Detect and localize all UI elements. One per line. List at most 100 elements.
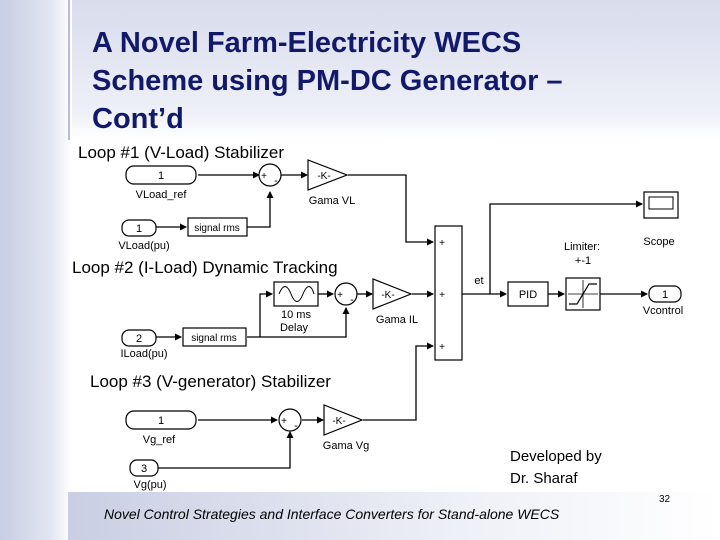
developer-credit: Developed by Dr. Sharaf — [510, 446, 602, 490]
sum-block-2-shape — [334, 282, 358, 306]
pid-block: PID — [507, 281, 549, 307]
line-vgpu-to-sum3 — [158, 431, 294, 469]
saturation-curve-icon — [569, 283, 597, 305]
background-top-band — [0, 0, 720, 140]
gain-block-il-label: Gama IL — [376, 314, 418, 326]
sum-block-3-minus: - — [294, 420, 298, 432]
line-rms2-to-sum2 — [247, 307, 350, 338]
slide-footer: Novel Control Strategies and Interface C… — [104, 506, 560, 522]
vcontrol-outport-number: 1 — [662, 289, 668, 301]
gain-block-vl-text: -K- — [317, 171, 330, 182]
summing-bus-block: + + + — [434, 225, 463, 361]
vload-pu-inport-label: VLoad(pu) — [118, 240, 169, 252]
gain-block-vl-shape — [307, 159, 349, 191]
background-left-band — [0, 0, 72, 540]
bus-plus-2: + — [439, 290, 445, 301]
slide-title-line-1: A Novel Farm-Electricity WECS — [92, 27, 522, 59]
loop-3-label: Loop #3 (V-generator) Stabilizer — [88, 372, 333, 392]
simulink-diagram: 1 VLoad_ref + - -K- Gama VL 1 VLoad(pu) … — [50, 138, 690, 492]
scope-label: Scope — [643, 236, 674, 248]
loop-1-label: Loop #1 (V-Load) Stabilizer — [76, 143, 287, 163]
vg-pu-inport-number: 3 — [141, 463, 147, 475]
vload-ref-inport-shape — [125, 165, 197, 185]
iload-pu-inport-label: ILoad(pu) — [120, 348, 167, 360]
iload-pu-inport-shape — [121, 329, 157, 347]
vg-ref-inport-shape — [125, 410, 197, 430]
signal-rms-block-1-text: signal rms — [194, 223, 240, 234]
gain-block-il-shape — [372, 278, 413, 310]
transport-delay-value: 10 ms — [281, 309, 311, 321]
transport-delay-label: Delay — [280, 322, 309, 334]
gain-block-vg-text: -K- — [332, 416, 345, 427]
gain-block-vl-label: Gama VL — [309, 195, 355, 207]
transport-delay-block-shape — [273, 281, 319, 307]
signal-lines — [156, 171, 648, 469]
iload-pu-inport: 2 ILoad(pu) — [120, 329, 168, 360]
transport-delay-wave-icon — [278, 286, 315, 302]
pid-block-text: PID — [519, 289, 537, 301]
sum-block-1-shape — [258, 163, 282, 187]
scope-screen-icon — [648, 196, 674, 210]
signal-rms-block-1-shape — [187, 217, 248, 237]
vload-pu-inport: 1 VLoad(pu) — [118, 219, 170, 252]
sum-block-1: + - — [258, 163, 282, 187]
vload-ref-inport-label: VLoad_ref — [136, 189, 188, 201]
vg-ref-inport-number: 1 — [158, 415, 164, 427]
background-bottom-band — [68, 492, 720, 540]
slide-title-line-3: Cont’d — [92, 103, 184, 135]
signal-rms-block-2: signal rms — [182, 327, 247, 347]
sum-block-1-plus: + — [261, 171, 267, 182]
vcontrol-outport-label: Vcontrol — [643, 305, 683, 317]
signal-rms-block-2-shape — [182, 327, 247, 347]
et-label: et — [474, 275, 483, 287]
sum-block-3: + - — [278, 408, 302, 432]
gain-block-vg-label: Gama Vg — [323, 440, 369, 452]
slide-title: A Novel Farm-Electricity WECS Scheme usi… — [92, 24, 692, 138]
vload-ref-inport-number: 1 — [158, 170, 164, 182]
scope-block: Scope — [643, 191, 679, 248]
line-rms2-to-delay — [259, 290, 273, 337]
vcontrol-outport: 1 Vcontrol — [643, 285, 683, 317]
gain-block-vl: -K- Gama VL — [307, 159, 355, 207]
pid-block-shape — [507, 281, 549, 307]
sum-block-2-minus: - — [350, 294, 354, 306]
line-rms1-to-sum1 — [247, 191, 274, 228]
limiter-label: Limiter: — [564, 241, 600, 253]
summing-bus-shape — [434, 225, 463, 361]
gain-block-il: -K- Gama IL — [372, 278, 418, 326]
signal-rms-block-2-text: signal rms — [191, 333, 237, 344]
line-gain1-to-bus — [348, 174, 434, 246]
gain-block-vg-shape — [323, 404, 364, 436]
bus-plus-3: + — [439, 342, 445, 353]
transport-delay-block: 10 ms Delay — [273, 281, 319, 334]
background-rule — [68, 0, 70, 140]
simulink-diagram-canvas: 1 VLoad_ref + - -K- Gama VL 1 VLoad(pu) … — [118, 159, 683, 491]
limiter-block: Limiter: +-1 — [564, 241, 601, 311]
sum-block-3-shape — [278, 408, 302, 432]
vcontrol-outport-shape — [648, 285, 682, 303]
loop-2-label: Loop #2 (I-Load) Dynamic Tracking — [70, 258, 340, 278]
vload-pu-inport-shape — [121, 219, 157, 237]
vg-ref-inport-label: Vg_ref — [143, 434, 176, 446]
line-et-to-scope — [489, 200, 643, 294]
sum-block-3-plus: + — [281, 416, 287, 427]
vg-ref-inport: 1 Vg_ref — [125, 410, 197, 446]
sum-block-2-plus: + — [337, 290, 343, 301]
gain-block-il-text: -K- — [381, 290, 394, 301]
sum-block-2: + - — [334, 282, 358, 306]
line-gain3-to-bus — [363, 342, 434, 421]
bus-plus-1: + — [439, 238, 445, 249]
vload-pu-inport-number: 1 — [136, 223, 142, 235]
page-number: 32 — [659, 494, 671, 505]
developer-credit-line-1: Developed by — [510, 448, 602, 465]
signal-rms-block-1: signal rms — [187, 217, 248, 237]
gain-block-vg: -K- Gama Vg — [323, 404, 369, 452]
slide-title-line-2: Scheme using PM-DC Generator – — [92, 65, 563, 97]
vload-ref-inport: 1 VLoad_ref — [125, 165, 197, 201]
sum-block-1-minus: - — [274, 175, 278, 187]
developer-credit-line-2: Dr. Sharaf — [510, 470, 578, 487]
vg-pu-inport: 3 Vg(pu) — [129, 459, 167, 491]
iload-pu-inport-number: 2 — [136, 333, 142, 345]
vg-pu-inport-shape — [129, 459, 159, 477]
vg-pu-inport-label: Vg(pu) — [133, 479, 166, 491]
